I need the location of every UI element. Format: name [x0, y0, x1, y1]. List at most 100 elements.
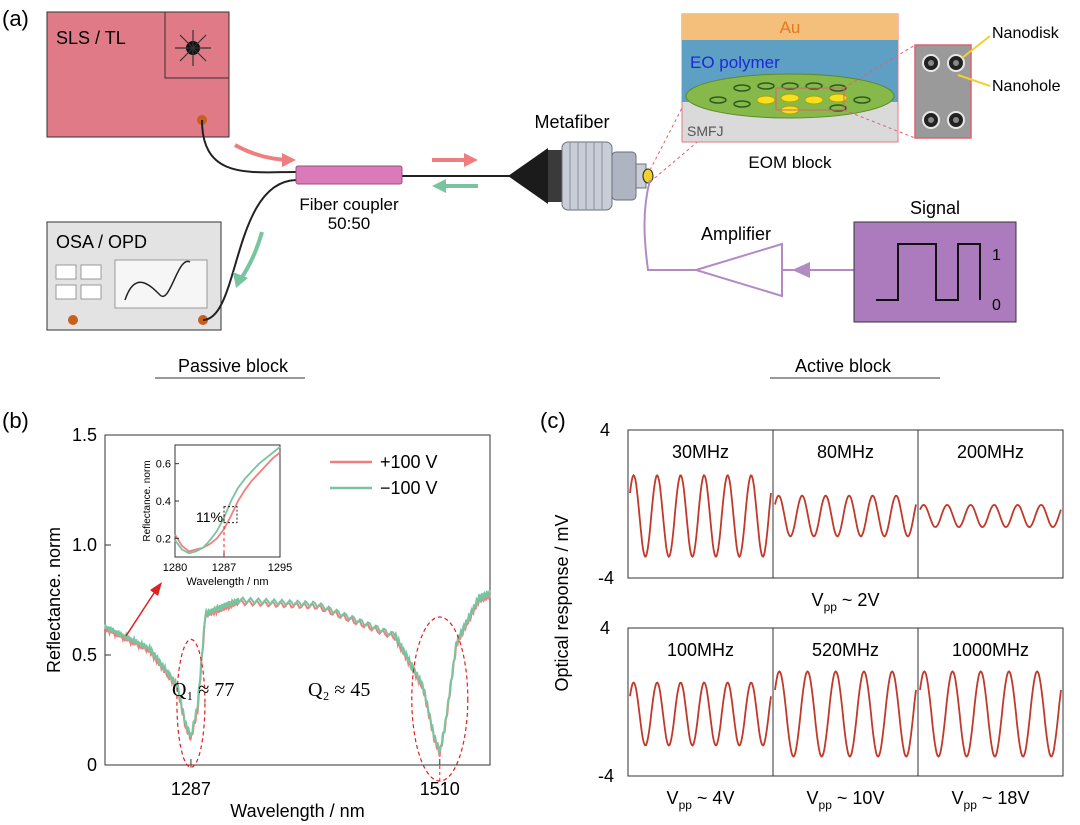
zoom-lines-eom [649, 107, 703, 183]
signal-low-label: 0 [992, 297, 1001, 314]
osa-port-left [68, 315, 78, 325]
osa-detector: OSA / OPD [46, 221, 222, 331]
signal-label: Signal [910, 198, 960, 218]
legend-label: +100 V [380, 452, 438, 472]
inset-y-tick-label: 0.6 [156, 459, 171, 471]
inset-x-tick-label: 1295 [268, 562, 292, 574]
sls-starburst-frame [164, 11, 230, 79]
nanodisk-label: Nanodisk [992, 25, 1060, 42]
inset-arrowhead [150, 582, 162, 596]
x-tick-label: 1287 [171, 779, 211, 799]
x-tick-label: 1510 [420, 779, 460, 799]
frequency-label: 80MHz [817, 442, 874, 462]
forward-arrowhead [464, 153, 478, 167]
waveform-line [919, 670, 1062, 758]
sls-label: SLS / TL [56, 28, 126, 48]
vpp-subscript: pp [964, 798, 978, 812]
inset-x-tick-label: 1287 [212, 562, 236, 574]
inset-y-axis-label: Reflectance. norm [142, 460, 153, 541]
vpp-subscript: pp [679, 798, 693, 812]
frequency-label: 100MHz [667, 640, 734, 660]
vpp-value: ~ 10V [832, 788, 885, 808]
coupler-ratio-label: 50:50 [328, 214, 371, 233]
fiber-lines [201, 119, 510, 321]
au-layer [682, 14, 898, 44]
osa-label: OSA / OPD [56, 232, 147, 252]
frequency-label: 1000MHz [952, 640, 1029, 660]
fiber-to-osa [202, 179, 297, 321]
plot-frame [104, 434, 491, 766]
osa-buttons [55, 264, 102, 300]
eom-block: Au EO polymer SMFJ [681, 13, 899, 143]
inset-frame [174, 444, 281, 558]
inset-box-marker [223, 506, 238, 524]
resonance-1-marker [176, 638, 206, 769]
osa-trace [124, 260, 191, 301]
amplifier-icon [692, 242, 783, 298]
osa-screen [114, 259, 208, 309]
coupler-label: Fiber coupler [299, 195, 399, 214]
starburst-icon [175, 30, 211, 66]
vpp-symbol: V [667, 788, 679, 808]
metafiber-label: Metafiber [534, 112, 609, 132]
waveform-line [629, 473, 772, 559]
vpp-label: Vpp ~ 18V [952, 788, 1030, 812]
y-tick-label: 0.5 [72, 645, 97, 665]
forward-arrowhead-curved [282, 153, 296, 167]
q2-annotation: Q₂ ≈ 45 [308, 679, 370, 701]
series-line-minus [104, 590, 491, 754]
frequency-label: 520MHz [812, 640, 879, 660]
y-tick-label: -4 [598, 766, 614, 786]
inset-series-line [174, 451, 281, 553]
row-frame [627, 627, 1064, 777]
inset-y-tick-label: 0.4 [156, 496, 171, 508]
nanohole-label: Nanohole [992, 78, 1061, 95]
vpp-value: ~ 2V [837, 590, 880, 610]
legend-label: −100 V [380, 478, 438, 498]
amplifier-label: Amplifier [701, 224, 771, 244]
waveform-line [919, 503, 1062, 529]
vpp-value: ~ 18V [977, 788, 1030, 808]
waveform-line [774, 670, 917, 758]
fiber-from-source [201, 119, 297, 174]
signal-arrowhead [792, 262, 810, 278]
sls-source: SLS / TL [46, 11, 230, 138]
frequency-label: 200MHz [957, 442, 1024, 462]
vpp-subscript: pp [824, 600, 838, 614]
au-label: Au [780, 18, 801, 37]
eom-label: EOM block [748, 153, 832, 172]
inset-y-tick-label: 0.2 [156, 533, 171, 545]
x-axis-label: Wavelength / nm [230, 801, 364, 821]
vpp-symbol: V [807, 788, 819, 808]
y-axis-label: Optical response / mV [552, 514, 572, 691]
metafiber-connector-icon [508, 141, 654, 211]
smfj-label: SMFJ [687, 123, 724, 139]
inset-series-line [174, 446, 281, 555]
y-axis-label: Reflectance. norm [44, 527, 64, 673]
backward-arrowhead-curved [233, 272, 248, 288]
sem-image [914, 44, 972, 139]
y-tick-label: 0 [87, 755, 97, 775]
y-tick-label: 1.5 [72, 425, 97, 445]
nanodisk-pointer [961, 35, 991, 59]
passive-block-label: Passive block [178, 356, 289, 376]
sls-box [46, 11, 230, 138]
row-frame [627, 429, 1064, 579]
square-wave-icon [876, 243, 981, 301]
zoom-lines-sem [843, 44, 916, 139]
y-tick-label: 4 [600, 420, 610, 440]
y-tick-label: 1.0 [72, 535, 97, 555]
waveform-line [629, 681, 772, 747]
fiber-coupler [295, 165, 403, 185]
panel-label-c: (c) [540, 408, 566, 433]
inset-x-tick-label: 1280 [163, 562, 187, 574]
inset-arrow [125, 589, 157, 637]
backward-arrowhead [432, 179, 446, 193]
vpp-label: Vpp ~ 4V [667, 788, 735, 812]
vpp-subscript: pp [819, 798, 833, 812]
y-tick-label: 4 [600, 618, 610, 638]
active-block-label: Active block [795, 356, 892, 376]
panel-label-b: (b) [2, 408, 29, 433]
